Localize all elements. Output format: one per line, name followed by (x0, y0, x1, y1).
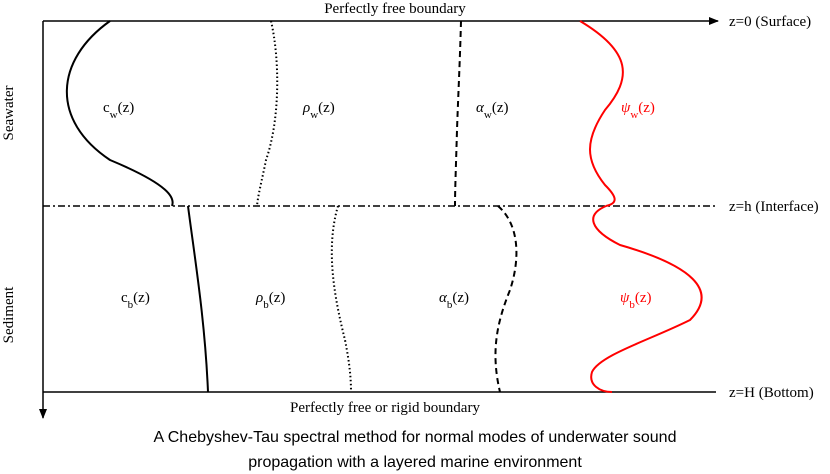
sediment-layer-label: Sediment (1, 286, 17, 343)
density-label-sediment: ρb(z) (255, 290, 285, 311)
top-boundary-label: Perfectly free boundary (324, 1, 466, 17)
attenuation-label-sediment: αb(z) (439, 290, 469, 311)
sound-speed-curve-sediment (187, 205, 209, 393)
interface-depth-label: z=h (Interface) (729, 199, 819, 215)
sound-speed-label-seawater: cw(z) (103, 100, 134, 121)
attenuation-curve-sediment (494, 205, 518, 393)
caption-line-1: A Chebyshev-Tau spectral method for norm… (153, 429, 677, 446)
mode-label-sediment: ψb(z) (620, 290, 651, 311)
bottom-depth-label: z=H (Bottom) (729, 385, 814, 401)
mode-curve-seawater (579, 20, 624, 207)
mode-curve-sediment (590, 205, 703, 393)
attenuation-label-seawater: αw(z) (476, 100, 508, 121)
bottom-boundary-label: Perfectly free or rigid boundary (290, 400, 480, 416)
density-curve-sediment (330, 205, 352, 393)
sound-speed-label-sediment: cb(z) (121, 290, 150, 311)
density-curve-seawater (256, 20, 279, 207)
caption-line-2: propagation with a layered marine enviro… (248, 454, 582, 471)
layered-environment-diagram: Perfectly free boundary Perfectly free o… (1, 1, 819, 419)
sound-speed-curve-seawater (65, 20, 174, 207)
surface-depth-label: z=0 (Surface) (729, 14, 811, 30)
density-label-seawater: ρw(z) (302, 100, 335, 121)
attenuation-curve-seawater (454, 20, 462, 207)
seawater-layer-label: Seawater (1, 86, 17, 141)
mode-label-seawater: ψw(z) (621, 100, 655, 121)
